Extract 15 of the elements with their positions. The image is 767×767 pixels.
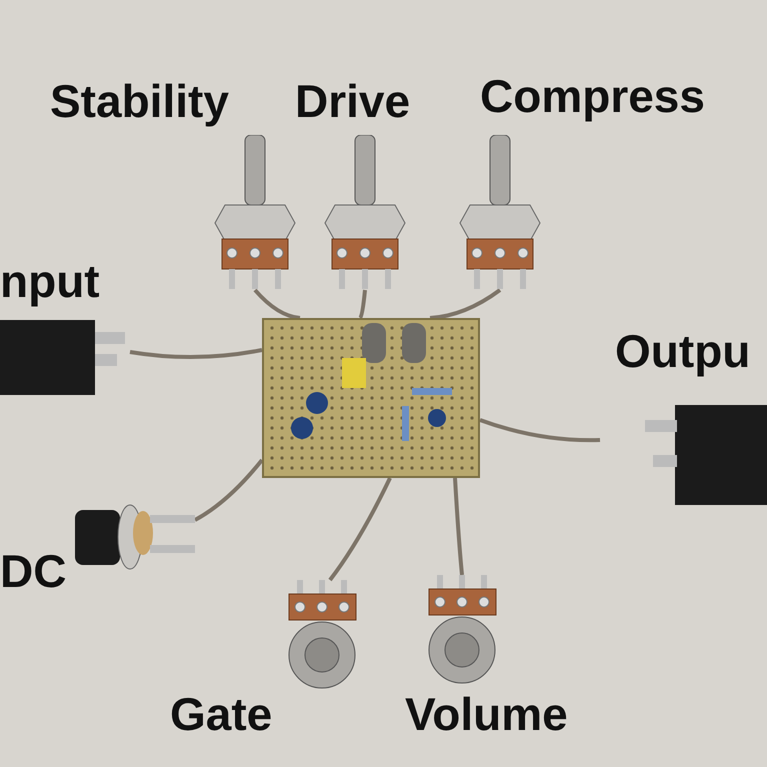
wire	[358, 290, 367, 320]
wire	[194, 458, 264, 522]
component-label: Outpu	[615, 325, 750, 377]
component-label: Volume	[405, 688, 568, 740]
component-label: Drive	[295, 75, 410, 127]
wire	[430, 288, 502, 320]
wire	[479, 418, 600, 442]
component-label: Stability	[50, 75, 229, 127]
wire	[254, 288, 300, 320]
component-label: Compress	[480, 70, 705, 122]
wire	[130, 348, 262, 359]
wire	[328, 477, 392, 582]
component-label: nput	[0, 255, 100, 307]
component-label: Gate	[170, 688, 272, 740]
component-label: DC	[0, 545, 66, 597]
